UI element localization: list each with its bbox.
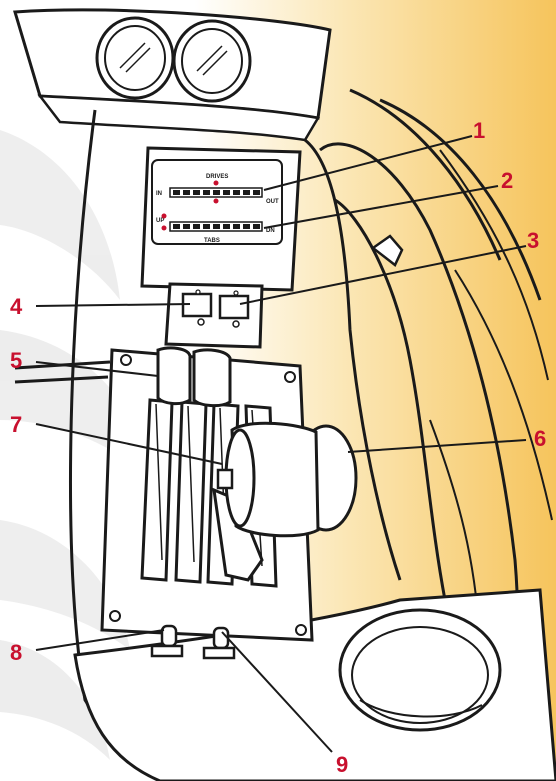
callout-3: 3 xyxy=(527,230,539,252)
indicator-panel: DRIVES TABS IN OUT UP DN xyxy=(142,148,300,290)
tabs-label: TABS xyxy=(204,238,220,244)
callout-9: 9 xyxy=(336,754,348,776)
up-label: UP xyxy=(156,218,164,224)
callout-4: 4 xyxy=(10,296,22,318)
drives-label: DRIVES xyxy=(206,174,228,180)
out-label: OUT xyxy=(266,199,279,205)
callout-8: 8 xyxy=(10,642,22,664)
callout-2: 2 xyxy=(501,170,513,192)
in-label: IN xyxy=(156,191,162,197)
rocker-switch-right[interactable] xyxy=(220,296,248,318)
trim-tab-handles[interactable] xyxy=(158,348,230,406)
switch-panel xyxy=(166,284,262,347)
gauge-left xyxy=(97,18,173,98)
callout-7: 7 xyxy=(10,414,22,436)
throttle-lock-button[interactable] xyxy=(218,470,232,488)
gauge-right xyxy=(174,21,250,101)
callout-5: 5 xyxy=(10,350,22,372)
callout-6: 6 xyxy=(534,428,546,450)
dashboard-top xyxy=(15,10,330,140)
dn-label: DN xyxy=(266,228,275,234)
cup-holder xyxy=(340,610,500,730)
callout-1: 1 xyxy=(473,120,485,142)
